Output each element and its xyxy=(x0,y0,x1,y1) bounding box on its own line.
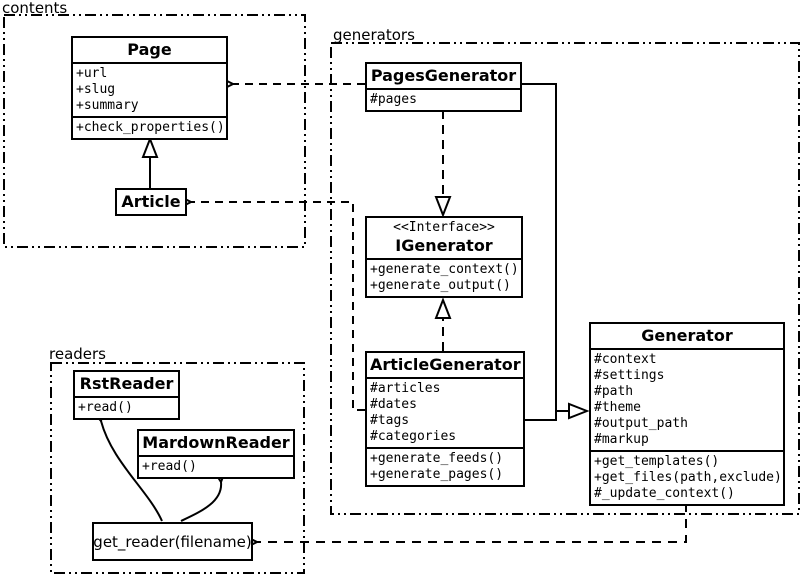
attribute: #articles xyxy=(370,381,441,396)
attribute: #context xyxy=(594,352,657,367)
attribute: #theme xyxy=(594,400,641,415)
attribute: +url xyxy=(76,66,108,81)
attribute: +slug xyxy=(76,82,116,97)
class-page-title: Page xyxy=(127,40,172,59)
method: +generate_context() xyxy=(370,262,519,277)
method: +read() xyxy=(78,400,133,415)
method: #_update_context() xyxy=(594,486,735,501)
class-mardownreader: MardownReader +read() xyxy=(137,429,295,479)
package-contents-label: contents xyxy=(2,0,68,17)
method: +get_files(path,exclude) xyxy=(594,470,782,485)
class-mardownreader-title: MardownReader xyxy=(142,433,290,452)
class-pagesgenerator-attributes: #pages xyxy=(367,88,520,110)
class-articlegenerator-methods: +generate_feeds() +generate_pages() xyxy=(367,447,523,485)
package-contents-border xyxy=(3,14,306,248)
class-page-methods: +check_properties() xyxy=(73,116,226,138)
class-igenerator-name: IGenerator xyxy=(395,236,493,255)
edge-getreader-to-rstreader xyxy=(101,421,163,522)
edge-generator-to-getreader-dependency xyxy=(257,503,687,542)
class-rstreader-title: RstReader xyxy=(79,374,174,393)
method: +generate_feeds() xyxy=(370,451,504,466)
class-page: Page +url +slug +summary +check_properti… xyxy=(71,36,228,140)
class-articlegenerator: ArticleGenerator #articles #dates #tags … xyxy=(365,351,525,487)
class-pagesgenerator: PagesGenerator #pages xyxy=(365,62,522,112)
class-generator-title: Generator xyxy=(641,326,733,345)
class-article-title: Article xyxy=(121,192,181,211)
class-igenerator-title: <<Interface>> IGenerator xyxy=(367,218,521,258)
class-article: Article xyxy=(115,188,187,216)
attribute: #settings xyxy=(594,368,665,383)
method: +read() xyxy=(142,459,197,474)
attribute: #output_path xyxy=(594,416,688,431)
method: +check_properties() xyxy=(76,120,225,135)
class-rstreader-methods: +read() xyxy=(75,396,178,418)
class-mardownreader-methods: +read() xyxy=(139,455,293,477)
package-readers-border xyxy=(50,362,305,574)
function-get-reader-label: get_reader(filename) xyxy=(93,532,252,551)
attribute: #categories xyxy=(370,429,457,444)
method: +generate_output() xyxy=(370,278,511,293)
edge-articlegenerator-to-article-dependency xyxy=(191,202,365,411)
method: +generate_pages() xyxy=(370,467,504,482)
package-readers-label: readers xyxy=(49,345,106,363)
attribute: #tags xyxy=(370,413,410,428)
class-igenerator-methods: +generate_context() +generate_output() xyxy=(367,258,521,296)
class-articlegenerator-attributes: #articles #dates #tags #categories xyxy=(367,377,523,447)
class-generator-methods: +get_templates() +get_files(path,exclude… xyxy=(591,450,783,504)
class-generator: Generator #context #settings #path #them… xyxy=(589,322,785,506)
attribute: #markup xyxy=(594,432,649,447)
attribute: #dates xyxy=(370,397,417,412)
edge-pagesgenerator-to-generator-generalization xyxy=(522,83,587,411)
method: +get_templates() xyxy=(594,454,720,469)
edge-articlegenerator-to-generator-branch xyxy=(525,411,557,421)
function-get-reader: get_reader(filename) xyxy=(92,522,253,561)
class-articlegenerator-title: ArticleGenerator xyxy=(370,355,521,374)
class-rstreader: RstReader +read() xyxy=(73,370,180,420)
class-pagesgenerator-title: PagesGenerator xyxy=(370,66,517,85)
edge-getreader-to-mardownreader xyxy=(180,482,221,522)
attribute: +summary xyxy=(76,98,139,113)
class-igenerator: <<Interface>> IGenerator +generate_conte… xyxy=(365,216,523,298)
class-igenerator-stereotype: <<Interface>> xyxy=(393,220,495,235)
package-generators-border xyxy=(330,42,800,515)
class-page-attributes: +url +slug +summary xyxy=(73,62,226,116)
class-generator-attributes: #context #settings #path #theme #output_… xyxy=(591,348,783,450)
package-generators-label: generators xyxy=(333,26,415,44)
attribute: #pages xyxy=(370,92,417,107)
attribute: #path xyxy=(594,384,634,399)
